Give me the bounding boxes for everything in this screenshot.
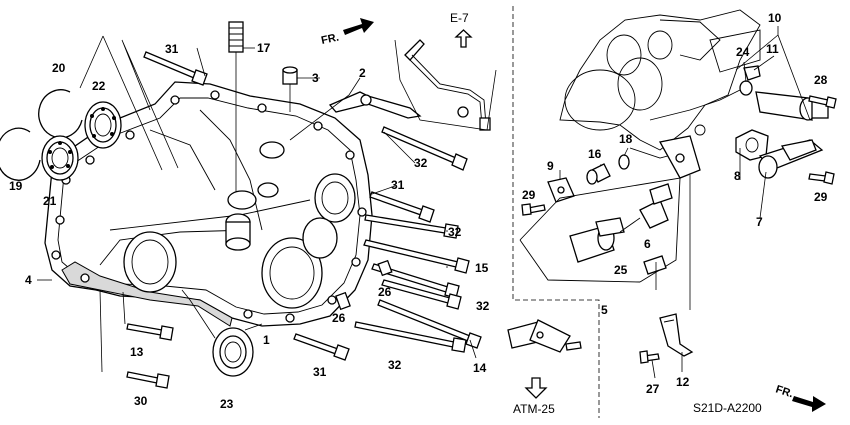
flange-bolt-holes xyxy=(51,90,367,323)
callout-29-right: 29 xyxy=(814,190,828,204)
callout-26-lower: 26 xyxy=(332,311,346,325)
bolt-31-bottom xyxy=(293,333,350,361)
wire-harness xyxy=(394,39,497,131)
bearing-21 xyxy=(41,135,79,181)
bolt-32-mid xyxy=(364,214,459,239)
bracket-9 xyxy=(547,177,575,203)
callout-4: 4 xyxy=(25,273,32,287)
bracket-12 xyxy=(659,313,694,357)
callout-7: 7 xyxy=(756,215,763,229)
callout-24: 24 xyxy=(736,45,750,59)
connector-6 xyxy=(649,183,673,205)
callout-6: 6 xyxy=(644,237,651,251)
callout-5: 5 xyxy=(601,303,608,317)
callout-9: 9 xyxy=(547,159,554,173)
callout-12: 12 xyxy=(676,375,690,389)
callout-31-right: 31 xyxy=(391,178,405,192)
bolt-31-top xyxy=(143,51,208,86)
front-direction-arrow-bottom: FR. xyxy=(774,383,826,412)
snap-ring-20 xyxy=(38,89,83,139)
bolt-16 xyxy=(586,163,611,185)
callout-18: 18 xyxy=(619,132,633,146)
callout-1: 1 xyxy=(263,333,270,347)
callout-14: 14 xyxy=(473,361,487,375)
dowel-pin-17 xyxy=(228,21,244,192)
callout-26-upper: 26 xyxy=(378,285,392,299)
bolt-32-upper xyxy=(381,126,468,171)
bolt-29-left xyxy=(521,203,546,216)
bolt-29-right xyxy=(808,171,835,185)
callout-16: 16 xyxy=(588,147,602,161)
clip-11 xyxy=(743,65,761,81)
callout-13: 13 xyxy=(130,345,144,359)
callout-10: 10 xyxy=(768,11,782,25)
callout-17: 17 xyxy=(257,41,271,55)
callout-19: 19 xyxy=(9,179,23,193)
bolt-30 xyxy=(126,371,170,389)
callout-8: 8 xyxy=(734,169,741,183)
reference-upper-label: E-7 xyxy=(450,11,469,25)
section-divider xyxy=(512,6,600,418)
callout-32-mid: 32 xyxy=(448,225,462,239)
bolt-32-long xyxy=(381,279,462,310)
washer-18 xyxy=(618,154,630,170)
callout-23: 23 xyxy=(220,397,234,411)
front-direction-arrow-top: FR. xyxy=(320,18,374,47)
callout-3: 3 xyxy=(312,71,319,85)
plug-3 xyxy=(282,66,298,112)
dowel-26-upper xyxy=(377,259,393,277)
callout-2: 2 xyxy=(359,66,366,80)
bolt-27 xyxy=(639,350,660,364)
bracket-upper xyxy=(658,135,701,179)
reference-lower: ATM-25 xyxy=(513,377,555,416)
bolt-28 xyxy=(808,95,837,109)
bolt-14 xyxy=(377,299,482,349)
bolt-13 xyxy=(126,323,174,341)
transmission-case xyxy=(44,81,373,327)
bolt-32-lower xyxy=(363,239,470,274)
callout-30: 30 xyxy=(134,394,148,408)
callout-31-bottom: 31 xyxy=(313,365,327,379)
fr-label-top: FR. xyxy=(320,32,340,47)
callout-20: 20 xyxy=(52,61,66,75)
bolt-32-bottom xyxy=(354,321,467,353)
callout-32-right: 32 xyxy=(476,299,490,313)
bolt-31-right xyxy=(369,191,435,223)
solenoid-7 xyxy=(758,139,824,179)
callout-29-left: 29 xyxy=(522,188,536,202)
bearing-22 xyxy=(84,101,122,149)
reference-lower-label: ATM-25 xyxy=(513,402,555,416)
bracket-2 xyxy=(328,91,422,119)
callout-11: 11 xyxy=(766,42,779,56)
solenoid-10 xyxy=(755,91,829,121)
case-section-right xyxy=(559,9,761,159)
callout-28: 28 xyxy=(814,73,828,87)
callout-32-upper: 32 xyxy=(414,156,428,170)
callout-15: 15 xyxy=(475,261,489,275)
callout-21: 21 xyxy=(43,194,57,208)
o-ring-24 xyxy=(739,80,753,96)
callout-27: 27 xyxy=(646,382,660,396)
diagram-code: S21D-A2200 xyxy=(693,401,762,415)
callout-31-top: 31 xyxy=(165,42,179,56)
callout-25: 25 xyxy=(614,263,628,277)
fr-label-bottom: FR. xyxy=(774,383,795,400)
reference-upper: E-7 xyxy=(450,11,473,48)
callout-22: 22 xyxy=(92,79,106,93)
oil-seal-23 xyxy=(212,327,254,377)
snap-ring-19 xyxy=(0,127,41,181)
dowel-26-lower xyxy=(335,291,351,311)
connector-25 xyxy=(643,255,667,275)
callout-32-bottom: 32 xyxy=(388,358,402,372)
solenoid-lower-detail xyxy=(507,319,582,353)
